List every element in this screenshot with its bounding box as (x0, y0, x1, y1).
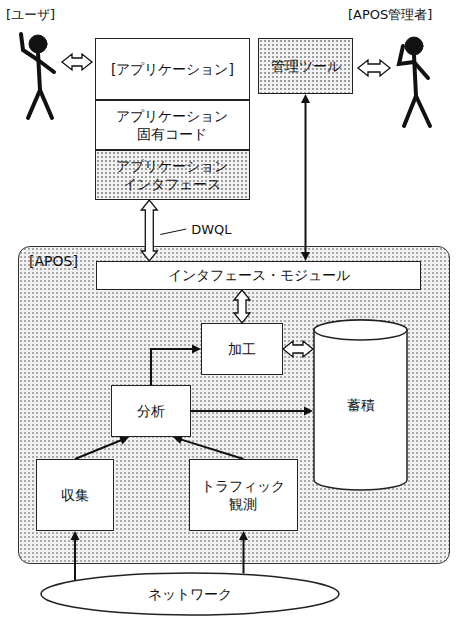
interface-box: アプリケーション インタフェース (95, 150, 250, 200)
module-band: インタフェース・モジュール (96, 261, 421, 290)
connector (75, 436, 129, 459)
connector (234, 290, 250, 323)
arrowhead (173, 435, 183, 444)
arrowhead (301, 94, 310, 103)
node-text: 収集 (61, 486, 89, 504)
connector-line (75, 440, 122, 459)
connector-line (151, 349, 193, 385)
network-ellipse: ネットワーク (40, 572, 340, 616)
leader-line (160, 229, 186, 235)
node-text: トラフィック 観測 (197, 477, 289, 513)
connector (141, 200, 157, 261)
connector (71, 531, 80, 580)
connector (191, 407, 313, 416)
connector (173, 435, 244, 459)
actor-label: [APOS管理者] (348, 6, 432, 24)
node-text: アプリケーション 固有コード (112, 107, 232, 143)
process-box: トラフィック 観測 (189, 459, 298, 531)
node-text: インタフェース・モジュール (168, 266, 350, 284)
node-text: 管理ツール (271, 57, 341, 75)
process-box: 加工 (201, 323, 283, 375)
node-text: 蓄積 (347, 396, 375, 414)
arrowhead (71, 531, 80, 540)
arrowhead (304, 407, 313, 416)
apos-region: [APOS] インタフェース・モジュール加工蓄積 分析収集 トラフィック 観測 (18, 246, 450, 564)
connector-line (181, 439, 244, 459)
node-text: ネットワーク (148, 585, 232, 603)
user-app-double-arrow (62, 54, 92, 70)
process-box: 分析 (111, 385, 191, 437)
arrowhead (239, 531, 248, 540)
arrowhead (301, 252, 310, 261)
connector (151, 345, 201, 386)
edge-label: DWQL (189, 222, 233, 237)
node-text: [APOS] (29, 252, 78, 270)
actor-label: [ユーザ] (6, 6, 55, 24)
connector-line (305, 102, 307, 253)
node-text: [アプリケーション] (111, 60, 234, 78)
node-text: アプリケーション インタフェース (112, 157, 232, 193)
arrowhead (119, 436, 129, 444)
double-arrow (141, 200, 157, 261)
code-box: アプリケーション 固有コード (95, 100, 250, 150)
connector-line (191, 410, 305, 412)
storage-cylinder: 蓄積 (313, 319, 408, 491)
connector-line (243, 539, 245, 573)
process-box: 収集 (36, 459, 114, 531)
tool-admin-double-arrow (358, 60, 390, 76)
user-figure (21, 34, 54, 118)
arrowhead (192, 345, 201, 354)
admin-figure (399, 37, 430, 126)
double-arrow (283, 341, 313, 357)
application-box: [アプリケーション] (95, 38, 250, 100)
double-arrow (234, 290, 250, 323)
connector-line (74, 539, 76, 580)
tool-box: 管理ツール (258, 38, 353, 94)
connector (301, 94, 310, 261)
connector (283, 341, 313, 357)
node-text: 加工 (228, 340, 256, 358)
connector (239, 531, 248, 573)
node-text: 分析 (137, 402, 165, 420)
